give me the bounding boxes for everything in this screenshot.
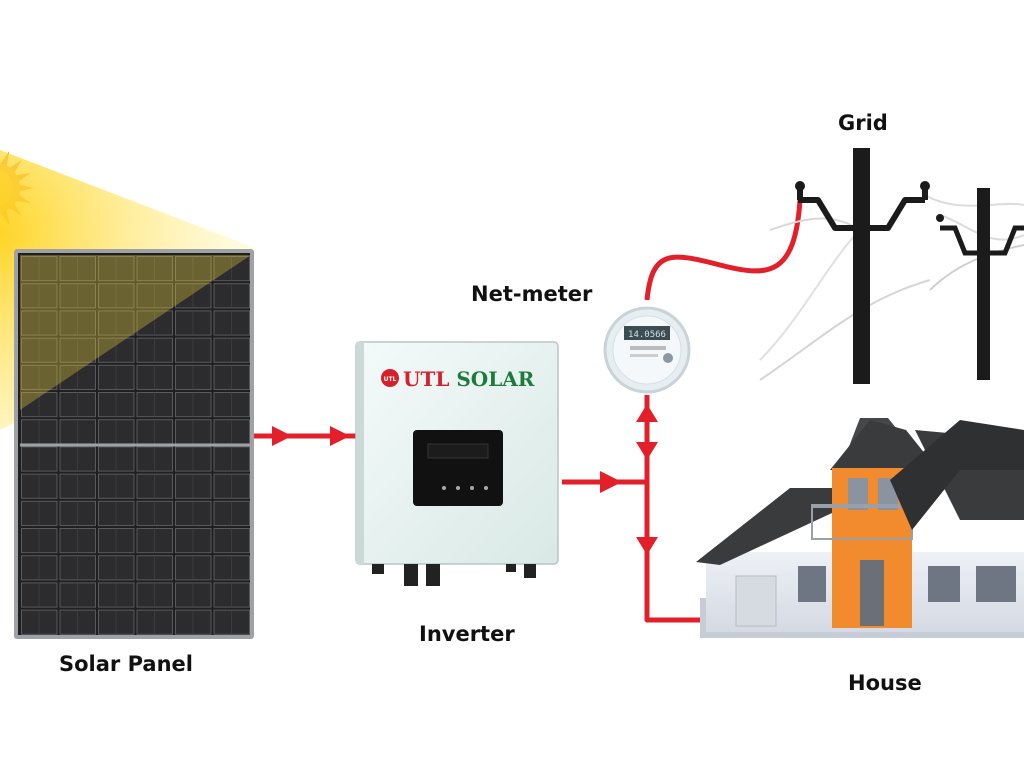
- arrow-right-icon: [330, 426, 350, 446]
- inverter-label: Inverter: [419, 622, 515, 646]
- flow-arrows: [272, 404, 658, 555]
- solar-panel: [14, 249, 254, 639]
- arrow-down-icon: [636, 442, 658, 460]
- power-grid: [759, 148, 1024, 384]
- arrow-down-icon: [636, 537, 658, 555]
- svg-text:UTL: UTL: [384, 376, 397, 383]
- arrow-right-icon: [600, 471, 622, 493]
- house: [696, 418, 1024, 638]
- utl-logo-icon: UTL: [381, 369, 399, 387]
- meter-to-grid-wire: [644, 199, 803, 301]
- net-meter-label: Net-meter: [471, 282, 593, 306]
- inverter-unit: UTL UTL SOLAR: [355, 341, 559, 586]
- arrow-up-icon: [636, 404, 658, 422]
- utility-pole-front: [795, 148, 930, 384]
- house-label: House: [848, 671, 922, 695]
- grid-label: Grid: [838, 111, 888, 135]
- net-meter: 14.0566: [603, 306, 691, 394]
- inverter-brand: UTL SOLAR: [403, 367, 535, 391]
- utility-pole-back: [936, 188, 1024, 380]
- meter-reading: 14.0566: [628, 330, 666, 340]
- solar-panel-label: Solar Panel: [59, 652, 193, 676]
- arrow-right-icon: [272, 426, 292, 446]
